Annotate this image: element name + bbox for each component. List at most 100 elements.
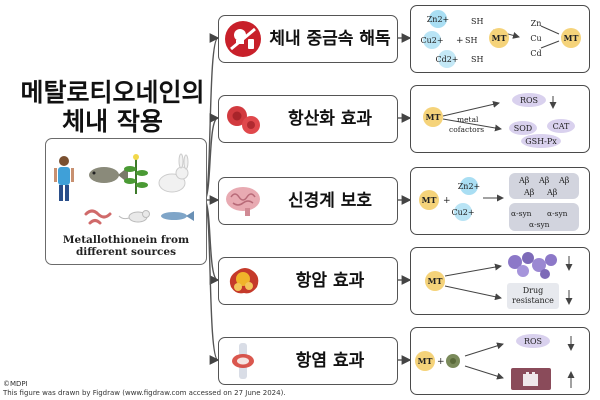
effect-card-detox: 체내 중금속 해독 (218, 15, 398, 63)
antioxidant-cofactor-line1: metal (457, 115, 479, 124)
effect-card-antioxidant: 항산화 효과 (218, 95, 398, 143)
detox-mt-left: MT (492, 33, 507, 43)
antioxidant-ros: ROS (520, 96, 538, 105)
mt-protein-icon (425, 271, 445, 291)
zn-ion-icon (429, 10, 447, 28)
detox-ion-cu: Cu2+ (420, 36, 443, 45)
mechanism-anticancer-panel: MT Drug resistance (410, 247, 590, 315)
sources-caption: Metallothionein from different sources (46, 234, 206, 258)
neuro-abeta-4: Aβ (523, 188, 535, 197)
sources-caption-line-1: Metallothionein from (62, 234, 190, 246)
anticancer-drug-line1: Drug (523, 286, 544, 295)
sod-enzyme-icon (509, 121, 537, 135)
antioxidant-enzyme-sod: SOD (514, 124, 532, 133)
mt-protein-icon (423, 107, 443, 127)
worm-icon (84, 209, 112, 225)
antioxidant-enzyme-cat: CAT (553, 122, 570, 131)
inflamed-joint-icon (232, 343, 254, 379)
ros-molecule-icon (516, 334, 550, 348)
tissue-repair-icon (511, 368, 551, 390)
antiinflammatory-mt: MT (418, 356, 433, 366)
detox-mt-right: MT (564, 33, 579, 43)
effect-label-antiinflammatory: 항염 효과 (295, 351, 365, 371)
neuro-abeta-3: Aβ (558, 176, 570, 185)
sources-caption-line-2: different sources (75, 246, 177, 258)
mechanism-detox-diagram: Zn2+ Cu2+ Cd2+ + SH SH SH MT Zn Cu Cd MT (420, 10, 581, 68)
figure-title: 메탈로티오네인의 체내 작용 (10, 78, 215, 136)
mechanism-detox-panel: Zn2+ Cu2+ Cd2+ + SH SH SH MT Zn Cu Cd MT (410, 5, 590, 73)
mt-protein-icon (415, 351, 435, 371)
small-fish-icon (161, 211, 194, 221)
detox-plus: + (456, 36, 464, 46)
gsh-px-enzyme-icon (521, 134, 561, 148)
plant-icon (124, 154, 148, 194)
immune-cell-icon (446, 354, 460, 368)
detox-sh-1: SH (471, 17, 483, 26)
detox-metal-cu: Cu (530, 34, 541, 43)
cd-ion-icon (438, 50, 456, 68)
title-line-2: 체내 작용 (62, 107, 163, 136)
sources-illustration (54, 153, 194, 225)
detox-sh-3: SH (471, 55, 483, 64)
mechanism-antiinflammatory-diagram: MT + ROS (415, 334, 575, 390)
antioxidant-cofactor-line2: cofactors (449, 125, 484, 134)
cancer-cells-icon (508, 252, 557, 279)
red-cells-icon (227, 106, 260, 134)
alpha-synuclein-aggregate-icon (509, 203, 579, 231)
abeta-aggregate-icon (509, 173, 579, 199)
detox-metal-zn: Zn (531, 19, 542, 28)
metallothionein-sources-panel: Metallothionein from different sources (45, 138, 207, 265)
neuro-abeta-1: Aβ (518, 176, 530, 185)
toxin-hazard-icon (225, 21, 261, 57)
mechanism-neuro-diagram: MT + Zn2+ Cu2+ Aβ Aβ Aβ Aβ Aβ α-syn α-sy… (419, 173, 579, 231)
connector-to-antiinflammatory (204, 199, 220, 365)
mt-protein-icon (489, 28, 509, 48)
neuro-asyn-1: α-syn (511, 209, 532, 218)
effect-label-anticancer: 항암 효과 (295, 271, 365, 291)
neuro-abeta-5: Aβ (546, 188, 558, 197)
neuro-asyn-3: α-syn (529, 220, 550, 229)
effect-label-detox: 체내 중금속 해독 (269, 29, 391, 49)
anticancer-drug-line2: resistance (512, 296, 554, 305)
zn-ion-icon (460, 177, 478, 195)
detox-ion-cd: Cd2+ (435, 55, 458, 64)
mechanism-antiinflammatory-panel: MT + ROS (410, 327, 590, 395)
neuro-mt: MT (422, 195, 437, 205)
mechanism-antioxidant-panel: MT metal cofactors ROS SOD CAT GSH-Px (410, 85, 590, 153)
effect-card-antiinflammatory: 항염 효과 (218, 337, 398, 385)
cat-enzyme-icon (547, 119, 575, 133)
anticancer-mt: MT (428, 276, 443, 286)
neuro-asyn-2: α-syn (547, 209, 568, 218)
neuro-plus: + (443, 196, 451, 206)
effect-card-anticancer: 항암 효과 (218, 257, 398, 305)
tumor-icon (229, 268, 259, 294)
detox-ion-zn: Zn2+ (427, 15, 450, 24)
effect-label-neuroprotection: 신경계 보호 (287, 191, 373, 211)
mt-complex-icon (561, 28, 581, 48)
neuro-abeta-2: Aβ (538, 176, 550, 185)
copyright-notice: ©MDPI (3, 380, 28, 388)
antioxidant-mt: MT (426, 112, 441, 122)
figure-credit: This figure was drawn by Figdraw (www.fi… (3, 389, 286, 397)
detox-metal-cd: Cd (530, 49, 541, 58)
ros-molecule-icon (512, 93, 546, 107)
effect-card-neuroprotection: 신경계 보호 (218, 177, 398, 225)
mechanism-anticancer-diagram: MT Drug resistance (425, 252, 573, 309)
cu-ion-icon (454, 203, 472, 221)
title-line-1: 메탈로티오네인의 (20, 78, 205, 107)
neuro-ion-cu: Cu2+ (451, 208, 474, 217)
human-icon (54, 156, 74, 201)
antiinflammatory-plus: + (437, 357, 445, 367)
rabbit-icon (158, 153, 189, 193)
detox-sh-2: SH (465, 36, 477, 45)
neuro-ion-zn: Zn2+ (458, 182, 481, 191)
cu-ion-icon (423, 31, 441, 49)
effect-label-antioxidant: 항산화 효과 (287, 109, 373, 129)
fish-icon (89, 167, 128, 183)
mouse-icon (118, 210, 150, 223)
mechanism-antioxidant-diagram: MT metal cofactors ROS SOD CAT GSH-Px (423, 93, 575, 148)
mt-protein-icon (419, 190, 439, 210)
drug-pills-icon (507, 283, 559, 309)
antiinflammatory-ros: ROS (524, 337, 542, 346)
brain-icon (226, 187, 260, 216)
